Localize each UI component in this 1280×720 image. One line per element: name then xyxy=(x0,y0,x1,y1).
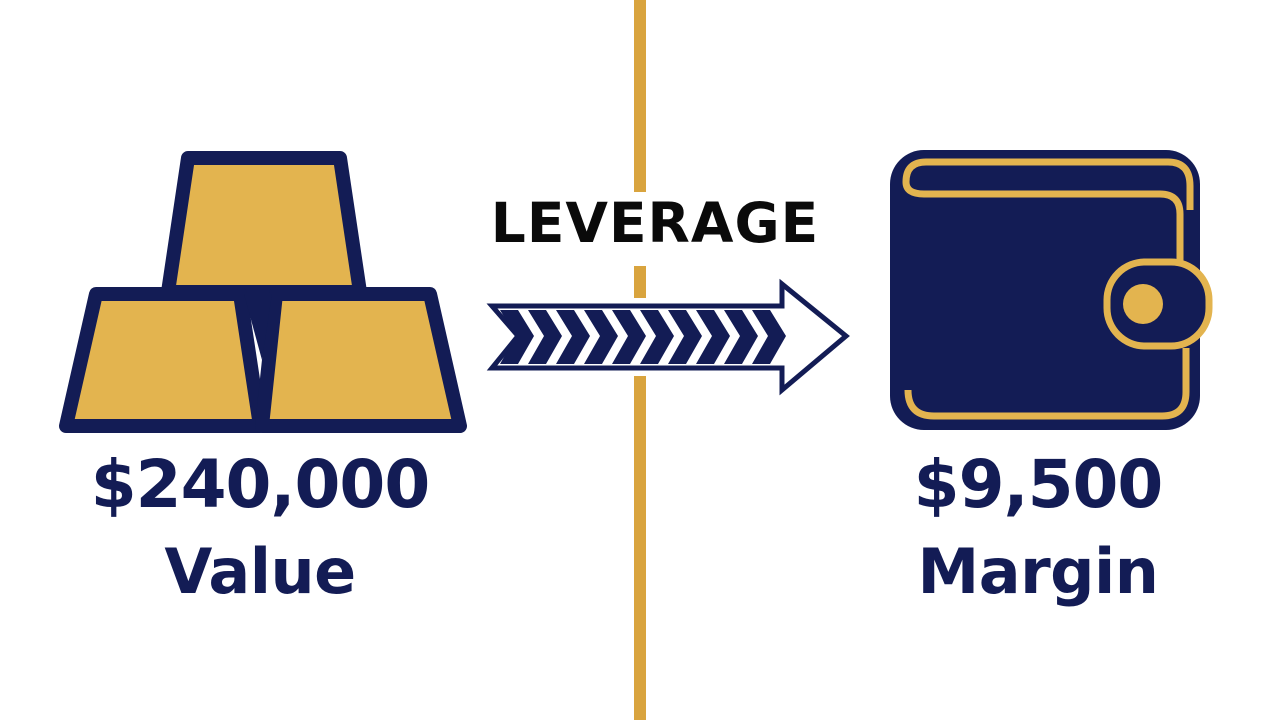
arrow-chevron xyxy=(500,310,534,364)
arrow-chevron xyxy=(668,310,702,364)
arrow-chevron xyxy=(528,310,562,364)
margin-amount: $9,500 xyxy=(913,446,1164,523)
margin-caption: Margin xyxy=(917,535,1159,608)
wallet-inner-trim xyxy=(902,181,1184,262)
arrow-chevron xyxy=(584,310,618,364)
gold-bars-gap xyxy=(244,294,272,360)
arrow-chevron xyxy=(752,310,786,364)
arrow-chevron xyxy=(640,310,674,364)
gold-bars-icon xyxy=(59,151,467,433)
chevron-arrow-icon xyxy=(486,278,850,396)
divider-line xyxy=(634,0,646,720)
wallet-bottom-trim xyxy=(904,348,1190,420)
value-amount: $240,000 xyxy=(90,446,431,523)
wallet-button xyxy=(1123,284,1163,324)
arrow-chevron xyxy=(556,310,590,364)
arrow-chevron xyxy=(724,310,758,364)
wallet-top-trim xyxy=(902,158,1194,210)
gold-bar-bottom-right xyxy=(255,287,467,433)
wallet-icon xyxy=(890,150,1213,430)
gold-bar-top xyxy=(161,151,367,299)
arrow-chevron xyxy=(696,310,730,364)
leverage-label: LEVERAGE xyxy=(490,191,820,255)
wallet-body xyxy=(890,150,1200,430)
arrow-chevron xyxy=(612,310,646,364)
value-caption: Value xyxy=(164,535,356,608)
gold-bar-bottom-left xyxy=(59,287,267,433)
arrow-chevrons xyxy=(500,310,786,364)
